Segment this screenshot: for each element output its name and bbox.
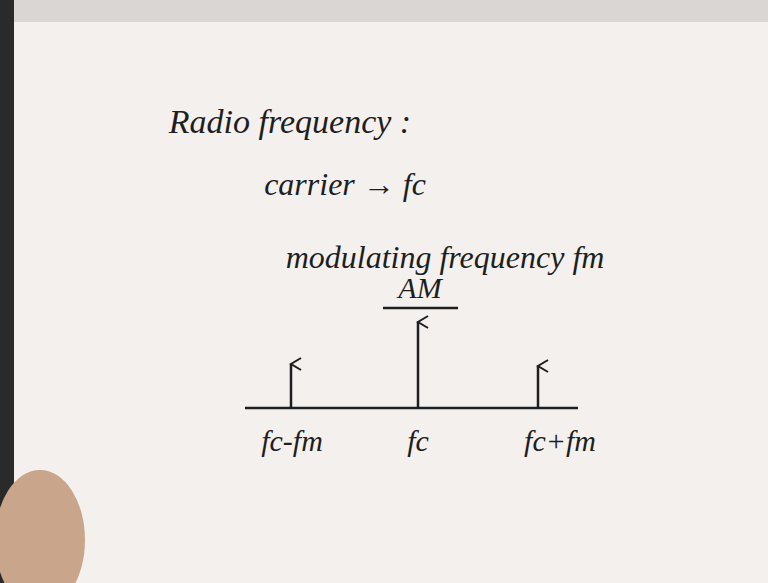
underline <box>383 307 458 310</box>
axis-label: fc <box>407 424 429 457</box>
sideband-line <box>290 364 293 408</box>
axis-label: fc+fm <box>524 424 596 457</box>
hand <box>0 470 85 583</box>
sideband-line <box>537 366 540 408</box>
frequency-axis <box>245 407 578 410</box>
carrier-note: carrier → fc <box>264 167 426 202</box>
carrier-line <box>417 322 420 408</box>
modulation-type: AM <box>398 271 441 304</box>
axis-label: fc-fm <box>261 424 323 457</box>
paper-edge <box>14 0 768 22</box>
modulating-note: modulating frequency fm <box>286 240 605 275</box>
heading: Radio frequency : <box>169 103 411 140</box>
